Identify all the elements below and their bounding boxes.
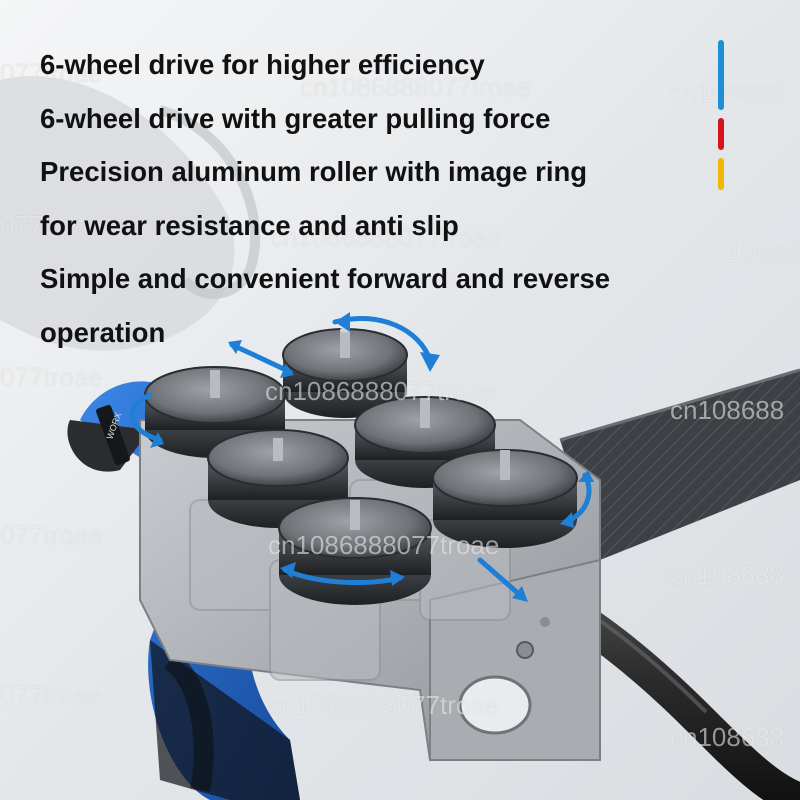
handle-grip [560, 370, 800, 560]
arrow-heads [150, 312, 594, 602]
accent-color-bars [718, 40, 726, 190]
housing-bolt [516, 641, 534, 659]
feature-line: Precision aluminum roller with image rin… [40, 156, 588, 187]
feature-line: 6-wheel drive for higher efficiency [40, 49, 485, 80]
feature-line: Simple and convenient forward and revers… [40, 263, 611, 294]
accent-bar-yellow [718, 158, 724, 190]
feature-headline: 6-wheel drive for higher efficiency 6-wh… [40, 38, 730, 359]
cable-guide-hole [458, 675, 532, 735]
feature-line: operation [40, 316, 166, 348]
feature-line: for wear resistance and anti slip [40, 209, 459, 241]
roller-middle-left [207, 429, 349, 528]
roller-right [432, 449, 578, 548]
accent-bar-blue [718, 40, 724, 110]
roller-front-center [278, 497, 432, 605]
background-hand [0, 76, 235, 351]
feature-line: 6-wheel drive with greater pulling force [40, 102, 551, 134]
accent-bar-red [718, 118, 724, 150]
